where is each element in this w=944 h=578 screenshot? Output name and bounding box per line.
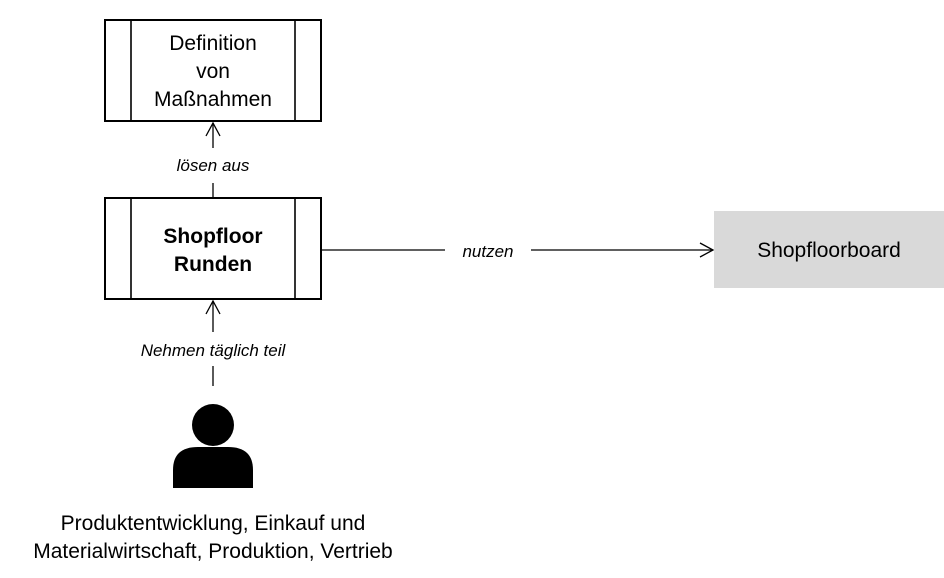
shopfloor-runden-node: Shopfloor Runden — [104, 197, 322, 300]
edge-nutzen: nutzen — [322, 242, 715, 261]
participants-caption: Produktentwicklung, Einkauf und Material… — [33, 512, 392, 563]
definition-line-2: von — [196, 60, 230, 83]
participants-line-2: Materialwirtschaft, Produktion, Vertrieb — [33, 540, 392, 563]
edge-nehmen-taeglich-teil: Nehmen täglich teil — [141, 299, 287, 386]
participants-line-1: Produktentwicklung, Einkauf und — [61, 512, 366, 535]
shopfloorboard-label: Shopfloorboard — [757, 239, 901, 262]
shopfloor-runden-line-2: Runden — [174, 253, 252, 276]
person-icon — [173, 404, 253, 488]
edge-label-loesen-aus: lösen aus — [177, 156, 250, 175]
edge-loesen-aus: lösen aus — [177, 121, 250, 197]
definition-node: Definition von Maßnahmen — [104, 19, 322, 122]
edge-label-nehmen-teil: Nehmen täglich teil — [141, 341, 287, 360]
shopfloorboard-box — [714, 211, 944, 288]
edge-label-nutzen: nutzen — [462, 242, 513, 261]
shopfloor-runden-line-1: Shopfloor — [163, 225, 262, 248]
definition-line-3: Maßnahmen — [154, 88, 272, 111]
shopfloorboard-node: Shopfloorboard — [714, 211, 944, 288]
definition-line-1: Definition — [169, 32, 257, 55]
